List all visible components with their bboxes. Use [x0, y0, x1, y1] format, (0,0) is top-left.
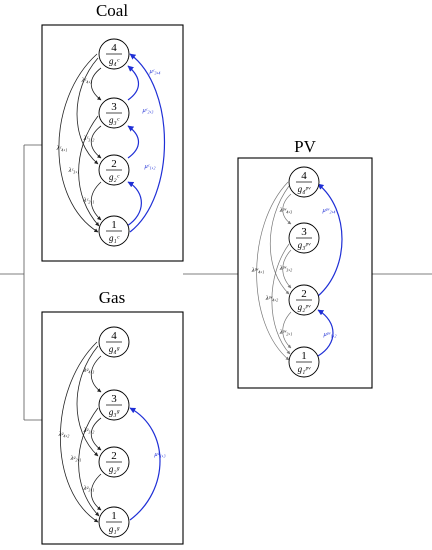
state-node: 2 g₂ᵍ — [98, 446, 130, 478]
gas-arc-4-1 — [59, 341, 99, 523]
gas-rate-label: λᵍ₂,₁ — [70, 455, 82, 462]
coal-rate-label: λᶜ₄,₃ — [81, 77, 93, 84]
state-number: 2 — [301, 288, 307, 300]
connector-lines — [0, 144, 432, 421]
coal-arc-1-4 — [129, 53, 165, 233]
coal-rate-label: μᶜ₁,₂ — [144, 163, 156, 170]
pv-arc-4-2 — [269, 185, 290, 295]
coal-up-transitions — [126, 53, 165, 233]
pv-arc-4-1 — [256, 181, 290, 361]
state-variable: g₄ᶜ — [109, 56, 120, 66]
state-number: 3 — [301, 226, 307, 238]
state-number: 4 — [301, 170, 307, 182]
coal-arc-1-2 — [126, 181, 142, 227]
state-number: 2 — [111, 450, 117, 462]
state-variable: g₂ᶜ — [109, 172, 120, 182]
gas-arc-3-1 — [78, 407, 100, 517]
state-node: 4 g₄ᵍ — [98, 326, 130, 358]
pv-arc-3-2 — [282, 249, 292, 289]
state-variable: g₂ᵖᵛ — [298, 302, 311, 312]
gas-rate-label: λᵍ₄,₂ — [58, 431, 71, 438]
coal-states: 4 g₄ᶜ 3 g₃ᶜ 2 g₂ᶜ 1 g₁ᶜ — [98, 38, 130, 247]
state-number: 1 — [111, 510, 117, 522]
gas-down-transitions — [59, 341, 102, 523]
gas-arc-4-2 — [76, 345, 99, 457]
panel-title-coal: Coal — [96, 1, 128, 20]
coal-arc-2-3 — [127, 125, 140, 159]
pv-arc-4-3 — [282, 193, 292, 225]
coal-rate-label: λᶜ₂,₁ — [83, 197, 95, 204]
pv-rate-label: μᵖᵛ₂,₄ — [322, 207, 336, 214]
gas-rate-label: μᵍ₁,₃ — [154, 451, 165, 458]
coal-rate-labels: λᶜ₄,₃ λᶜ₃,₂ λᶜ₄,₁ λᶜ₃,₁ λᶜ₂,₁ μᶜ₃,₄ μᶜ₂,… — [56, 68, 162, 204]
pv-arc-3-1 — [271, 243, 291, 355]
pv-rate-label: λᵖᵛ₄,₂ — [265, 295, 279, 302]
state-node: 1 g₁ᶜ — [98, 215, 130, 247]
state-variable: g₂ᵍ — [109, 464, 120, 474]
state-variable: g₄ᵖᵛ — [298, 184, 311, 194]
state-variable: g₁ᵖᵛ — [298, 364, 311, 374]
state-variable: g₁ᵍ — [109, 524, 120, 534]
coal-arc-3-1 — [78, 115, 100, 227]
state-variable: g₃ᵖᵛ — [298, 240, 311, 250]
state-number: 1 — [301, 350, 307, 362]
coal-arc-3-4 — [127, 65, 140, 101]
gas-states: 4 g₄ᵍ 3 g₃ᵍ 2 g₂ᵍ 1 g₁ᵍ — [98, 326, 130, 538]
pv-up-transitions — [317, 183, 343, 357]
gas-rate-label: λᵍ₃,₁ — [83, 485, 95, 492]
pv-rate-label: μᵖᵛ₁,₂ — [323, 331, 337, 338]
state-node: 1 g₁ᵍ — [98, 506, 130, 538]
gas-arc-3-2 — [90, 417, 102, 451]
pv-rate-label: λᵖᵛ₄,₁ — [251, 267, 265, 274]
pv-arc-2-1 — [282, 311, 292, 349]
gas-up-transitions — [129, 407, 161, 521]
pv-states: 4 g₄ᵖᵛ 3 g₃ᵖᵛ 2 g₂ᵖᵛ 1 g₁ᵖᵛ — [288, 166, 320, 378]
coal-arc-4-1 — [58, 53, 99, 233]
coal-arc-3-2 — [90, 125, 102, 159]
state-node: 4 g₄ᶜ — [98, 38, 130, 70]
coal-rate-label: μᶜ₃,₄ — [149, 68, 161, 75]
state-variable: g₁ᶜ — [109, 233, 120, 243]
state-number: 3 — [111, 101, 117, 113]
state-number: 1 — [111, 219, 117, 231]
coal-arc-4-2 — [76, 57, 99, 165]
gas-rate-label: λᵍ₄,₃ — [83, 367, 95, 374]
gas-arc-2-1 — [90, 473, 102, 511]
state-number: 4 — [111, 330, 117, 342]
state-number: 3 — [111, 393, 117, 405]
state-node: 1 g₁ᵖᵛ — [288, 346, 320, 378]
gas-rate-label: λᵍ₃,₂ — [83, 427, 96, 434]
gas-rate-labels: λᵍ₄,₃ λᵍ₃,₂ λᵍ₄,₂ λᵍ₂,₁ λᵍ₃,₁ μᵍ₁,₃ — [58, 367, 166, 492]
panel-title-gas: Gas — [99, 288, 125, 307]
coal-arc-2-1 — [90, 181, 102, 221]
coal-rate-label: μᶜ₂,₃ — [142, 107, 153, 114]
state-node: 3 g₃ᵖᵛ — [288, 222, 320, 254]
state-variable: g₃ᵍ — [109, 407, 120, 417]
state-node: 2 g₂ᶜ — [98, 154, 130, 186]
state-number: 4 — [111, 42, 117, 54]
gas-arc-4-3 — [90, 355, 102, 393]
gas-arc-1-3 — [129, 407, 161, 521]
state-node: 3 g₃ᶜ — [98, 97, 130, 129]
coal-down-transitions — [58, 53, 102, 233]
state-node: 4 g₄ᵖᵛ — [288, 166, 320, 198]
pv-rate-labels: λᵖᵛ₄,₃ λᵖᵛ₄,₁ λᵖᵛ₃,₂ λᵖᵛ₄,₂ λᵖᵛ₂,₁ μᵖᵛ₂,… — [251, 207, 338, 338]
panel-title-pv: PV — [294, 137, 316, 156]
coal-rate-label: λᶜ₄,₁ — [56, 145, 68, 152]
state-node: 2 g₂ᵖᵛ — [288, 284, 320, 316]
state-node: 3 g₃ᵍ — [98, 389, 130, 421]
coal-arc-4-3 — [90, 67, 102, 101]
pv-arc-2-4 — [317, 183, 343, 297]
coal-rate-label: λᶜ₃,₁ — [68, 167, 80, 174]
pv-down-transitions — [256, 181, 292, 361]
pv-rate-label: λᵖᵛ₄,₃ — [279, 207, 293, 214]
state-number: 2 — [111, 158, 117, 170]
pv-rate-label: λᵖᵛ₂,₁ — [279, 329, 293, 336]
coal-rate-label: λᶜ₃,₂ — [83, 135, 95, 142]
state-variable: g₃ᶜ — [109, 115, 120, 125]
state-variable: g₄ᵍ — [109, 344, 120, 354]
pv-arc-1-2 — [317, 309, 334, 357]
pv-rate-label: λᵖᵛ₃,₂ — [279, 265, 293, 272]
